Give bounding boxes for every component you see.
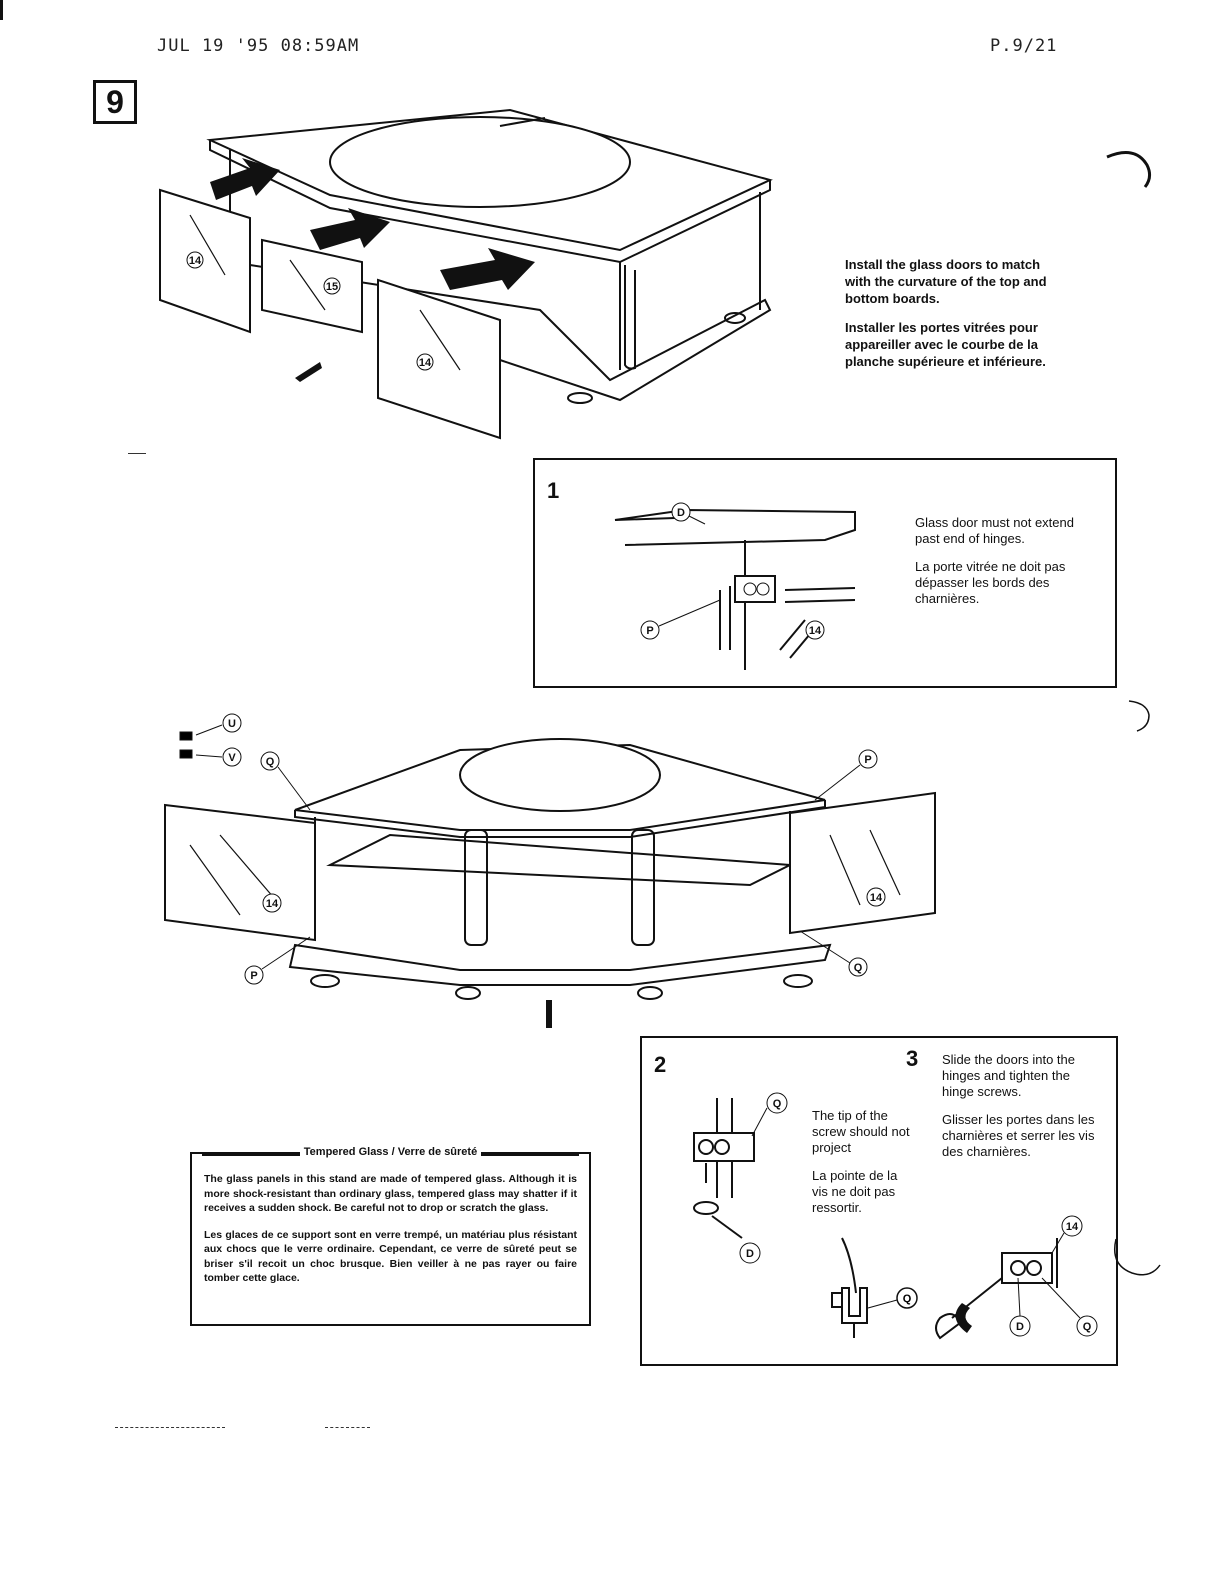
detail-2-screw-fr: La pointe de la vis ne doit pas ressorti… <box>812 1168 898 1215</box>
scan-mark <box>325 1427 370 1428</box>
edge-curl-mark <box>1106 151 1152 188</box>
main-label-u: U <box>228 718 236 730</box>
main-instruction-en: Install the glass doors to match with th… <box>845 257 1047 306</box>
detail-3-number: 3 <box>906 1046 919 1071</box>
warning-body: The glass panels in this stand are made … <box>204 1172 577 1298</box>
detail-2-label-q: Q <box>773 1098 782 1110</box>
main-label-q-bottom: Q <box>854 962 863 974</box>
detail-box-2-3: 2 3 Q D The tip of the screw should not … <box>640 1036 1118 1366</box>
door-label-left: 14 <box>189 255 202 267</box>
door-label-center: 15 <box>326 281 338 293</box>
main-label-q-top: Q <box>266 756 275 768</box>
screw-label-q: Q <box>903 1293 912 1305</box>
fax-page-number: P.9/21 <box>990 36 1058 56</box>
detail-3-label-d: D <box>1016 1321 1024 1333</box>
detail-3-fr: Glisser les portes dans les charnières e… <box>942 1112 1095 1159</box>
main-label-p-top: P <box>864 754 871 766</box>
detail-1-label-14: 14 <box>809 625 822 637</box>
fax-timestamp: JUL 19 '95 08:59AM <box>157 36 360 56</box>
door-label-right: 14 <box>419 357 432 369</box>
hinge-detail-2-illustration: Q D <box>693 1092 788 1264</box>
door-label-left-open: 14 <box>266 898 279 910</box>
main-label-p-bottom: P <box>250 970 257 982</box>
warning-fr: Les glaces de ce support sont en verre t… <box>204 1228 577 1285</box>
detail-1-en: Glass door must not extend past end of h… <box>915 515 1074 546</box>
warning-en: The glass panels in this stand are made … <box>204 1173 577 1214</box>
detail-box-1: 1 D P 14 Glass door must no <box>533 458 1117 688</box>
detail-1-label-p: P <box>646 625 653 637</box>
detail-3-text: Slide the doors into the hinges and tigh… <box>942 1052 1102 1172</box>
scan-mark <box>115 1427 225 1428</box>
detail-3-label-14: 14 <box>1066 1221 1079 1233</box>
stand-open-doors-illustration: U V Q P 14 14 P Q <box>164 713 936 1028</box>
edge-curl-mark <box>1114 1238 1161 1276</box>
door-label-right-open: 14 <box>870 892 883 904</box>
detail-2-label-d: D <box>746 1248 754 1260</box>
detail-1-fr: La porte vitrée ne doit pas dépasser les… <box>915 559 1066 606</box>
hinge-detail-3-illustration: 14 D Q <box>935 1215 1098 1340</box>
detail-1-label-d: D <box>677 507 685 519</box>
warning-title: Tempered Glass / Verre de sûreté <box>192 1146 589 1158</box>
detail-2-screw-en: The tip of the screw should not project <box>812 1108 910 1155</box>
hinge-detail-1-illustration: D P 14 <box>614 502 856 670</box>
main-instruction-fr: Installer les portes vitrées pour appare… <box>845 320 1046 369</box>
detail-3-label-q: Q <box>1083 1321 1092 1333</box>
main-instruction: Install the glass doors to match with th… <box>845 256 1065 382</box>
detail-1-text: Glass door must not extend past end of h… <box>915 515 1100 619</box>
stand-doors-illustration: 14 15 14 <box>159 108 773 440</box>
warning-box: Tempered Glass / Verre de sûreté The gla… <box>190 1146 591 1326</box>
detail-1-number: 1 <box>547 478 560 503</box>
detail-2-number: 2 <box>654 1052 667 1077</box>
screw-detail-illustration: Q <box>831 1237 918 1338</box>
edge-curl-mark <box>1128 700 1150 732</box>
detail-2-text: The tip of the screw should not project … <box>812 1108 912 1228</box>
step-number: 9 <box>93 80 137 124</box>
scan-mark <box>128 453 146 454</box>
main-label-v: V <box>228 752 236 764</box>
edge-mark <box>0 0 3 20</box>
detail-3-en: Slide the doors into the hinges and tigh… <box>942 1052 1075 1099</box>
